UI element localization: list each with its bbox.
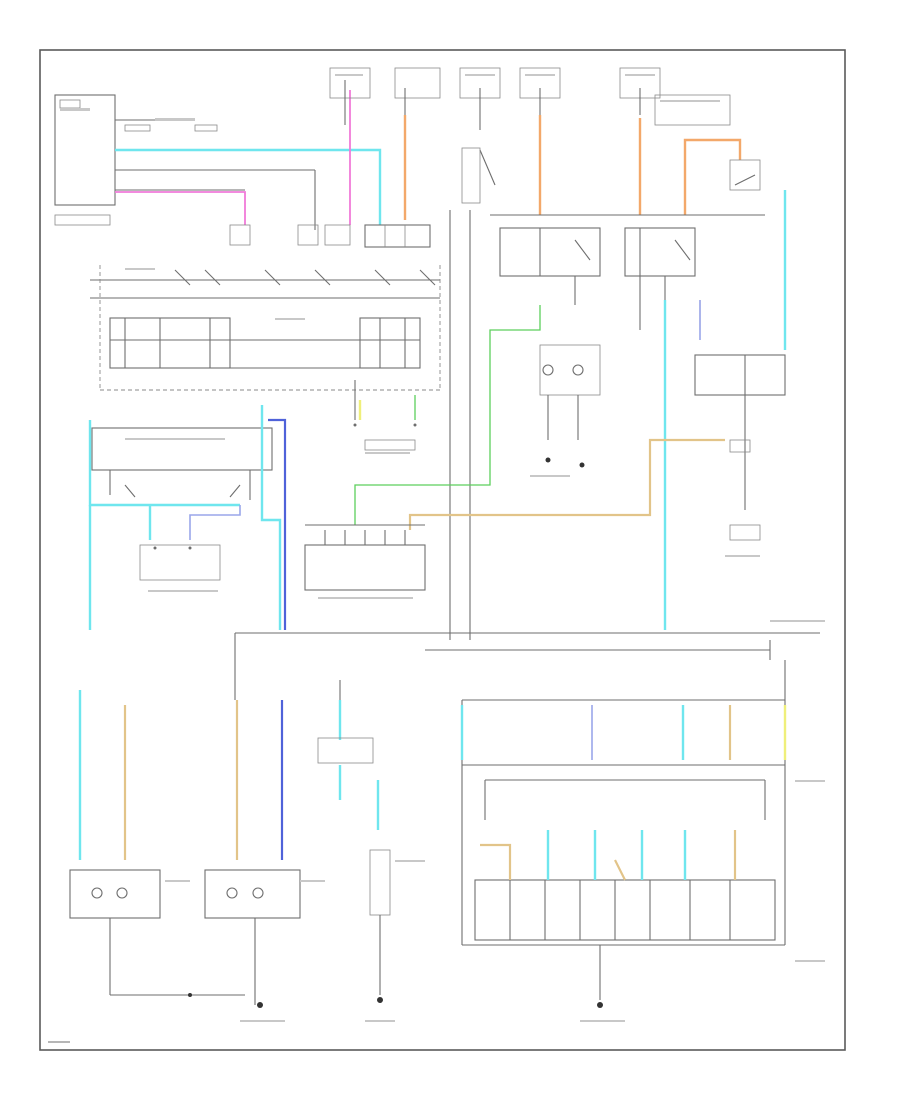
illegible-labels — [60, 74, 825, 1022]
wire-tan-mid — [408, 438, 725, 530]
instrument-cluster — [461, 660, 786, 1008]
diagram-frame — [39, 49, 846, 1051]
wire-blue-left — [268, 418, 287, 630]
ground-symbol-icon — [597, 1002, 603, 1008]
light-control-module — [54, 94, 116, 206]
relay-area — [490, 159, 765, 330]
connector-c1 — [229, 224, 431, 248]
trailer-connector — [353, 380, 417, 451]
headlamp-switch-inner — [109, 317, 421, 369]
center-switch — [317, 680, 391, 1003]
ground-symbol-icon — [545, 457, 551, 463]
headlamp-switch — [90, 265, 441, 391]
center-lamp-assembly — [354, 305, 601, 525]
wire-pink-top — [115, 191, 246, 225]
top-left-module — [54, 94, 380, 230]
wire-orange-4 — [683, 138, 742, 215]
front-control-connector — [304, 524, 426, 591]
turn-signal-flasher — [91, 427, 273, 500]
hazard-switch — [139, 544, 221, 581]
fuse-row-top — [329, 67, 731, 130]
wire-cyan-left-mid-2 — [260, 405, 282, 630]
wire-tan-br-2 — [480, 843, 512, 880]
wire-cyan-top — [115, 148, 382, 225]
splice-dot-icon — [188, 993, 192, 997]
left-front-lamp — [69, 869, 161, 919]
wire-tan-br-3 — [614, 859, 626, 881]
right-front-lamp — [204, 869, 301, 919]
right-module — [694, 354, 786, 541]
ground-symbol-icon — [579, 462, 585, 468]
ground-symbol-icon — [257, 1002, 263, 1008]
wire-lblue-left — [189, 505, 241, 540]
wire-cyan-left-mid — [88, 420, 240, 507]
ground-symbol-icon — [377, 997, 383, 1003]
